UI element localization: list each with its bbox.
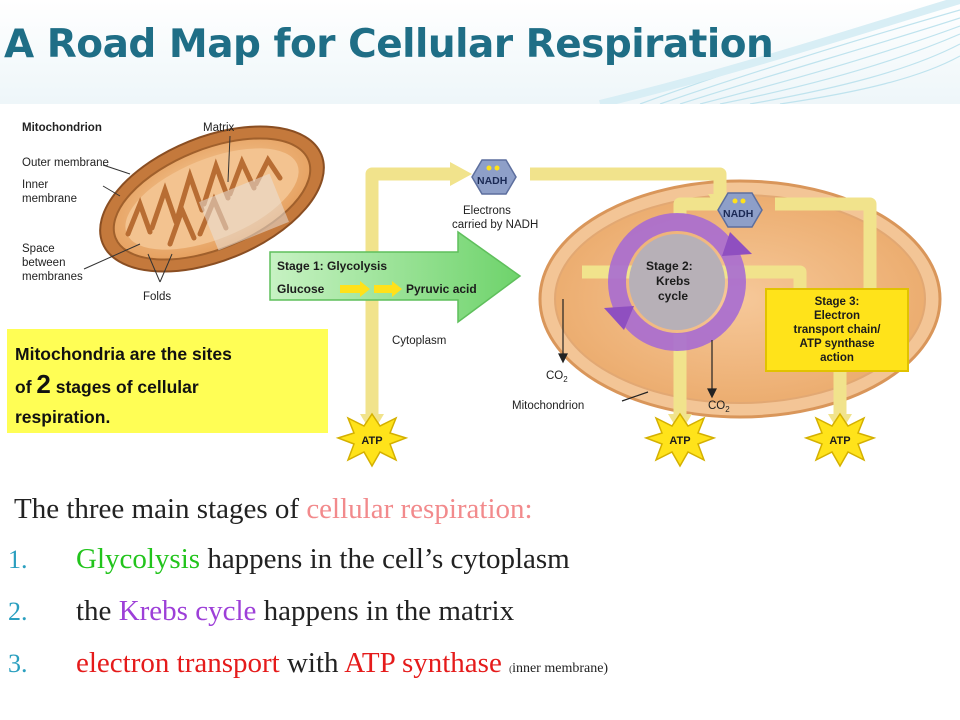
label-nadh-2: NADH — [723, 208, 753, 220]
slide-title: A Road Map for Cellular Respiration — [4, 22, 774, 67]
label-electrons-2: carried by NADH — [452, 219, 538, 231]
label-folds: Folds — [143, 291, 171, 303]
label-electrons-1: Electrons — [463, 205, 511, 217]
atp-star-3: ATP — [803, 412, 877, 468]
label-inner-membrane-1: Inner — [22, 179, 48, 191]
decorative-swoosh — [599, 0, 960, 104]
glycolysis-arrows — [340, 281, 402, 297]
atp-star-2: ATP — [643, 412, 717, 468]
label-stage3-2: Electron — [814, 310, 860, 322]
label-cytoplasm: Cytoplasm — [392, 335, 446, 347]
label-stage3-4: ATP synthase — [800, 338, 875, 350]
nadh-hexagon-2: NADH — [717, 192, 763, 228]
label-matrix: Matrix — [203, 122, 235, 134]
label-stage1: Stage 1: Glycolysis — [277, 259, 387, 273]
intro-text: The three main stages of cellular respir… — [14, 493, 533, 525]
label-inner-membrane-2: membrane — [22, 193, 77, 205]
callout-line-3: respiration. — [15, 407, 111, 427]
label-co2-b: CO2 — [708, 400, 730, 414]
label-stage3-3: transport chain/ — [794, 324, 882, 336]
label-stage3-1: Stage 3: — [815, 296, 860, 308]
label-nadh-1: NADH — [477, 175, 507, 187]
label-space-3: membranes — [22, 271, 83, 283]
callout-box: Mitochondria are the sites of 2 stages o… — [7, 329, 328, 433]
nadh-hexagon-1: NADH — [471, 159, 517, 195]
callout-line-1: Mitochondria are the sites — [15, 344, 232, 364]
label-stage2-2: Krebs — [656, 274, 690, 288]
label-atp-3: ATP — [829, 435, 850, 447]
label-atp-2: ATP — [669, 435, 690, 447]
stage2-krebs-cycle: Stage 2: Krebs cycle — [604, 213, 752, 351]
label-co2-a: CO2 — [546, 370, 568, 384]
title-bar: A Road Map for Cellular Respiration — [0, 0, 960, 104]
label-stage3-5: action — [820, 352, 854, 364]
label-mitochondrion-title: Mitochondrion — [22, 122, 102, 134]
stage3-electron-transport: Stage 3: Electron transport chain/ ATP s… — [765, 288, 909, 372]
stage1-glycolysis-arrow: Stage 1: Glycolysis Glucose Pyruvic acid — [269, 230, 522, 324]
atp-star-1: ATP — [335, 412, 409, 468]
label-stage2-1: Stage 2: — [646, 259, 693, 273]
label-stage2-3: cycle — [658, 289, 688, 303]
label-mitochondrion-bottom: Mitochondrion — [512, 400, 584, 412]
callout-line-2: of 2 stages of cellular — [15, 369, 199, 399]
respiration-diagram-svg: Mitochondrion Matrix Outer membrane Inne… — [22, 122, 942, 468]
label-atp-1: ATP — [361, 435, 382, 447]
label-space-2: between — [22, 257, 65, 269]
mitochondrion-illustration — [83, 125, 325, 283]
label-outer-membrane: Outer membrane — [22, 157, 109, 169]
label-glucose: Glucose — [277, 282, 325, 296]
label-space-1: Space — [22, 243, 55, 255]
text-block: The three main stages of cellular respir… — [0, 479, 960, 720]
label-pyruvic: Pyruvic acid — [406, 282, 477, 296]
